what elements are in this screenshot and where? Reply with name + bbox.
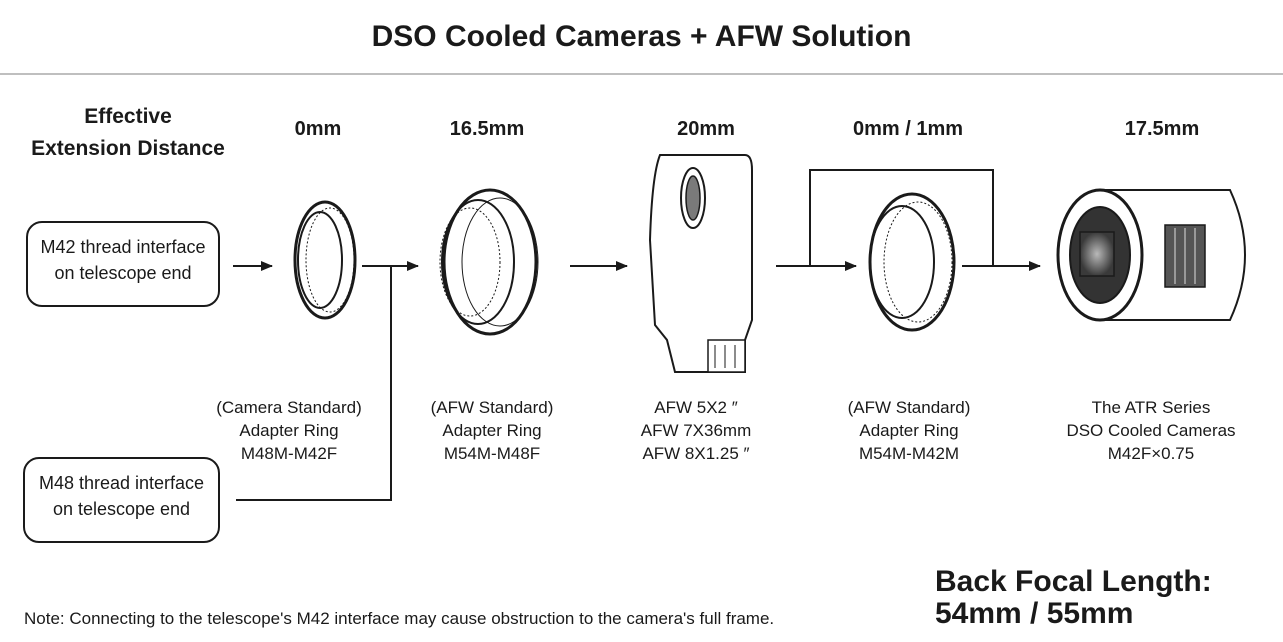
caption-5-line2: DSO Cooled Cameras bbox=[1066, 421, 1236, 440]
adapter-ring-icon bbox=[868, 192, 956, 332]
effective-label-line1: Effective bbox=[84, 105, 172, 128]
caption-3-line3: AFW 8X1.25 ″ bbox=[642, 444, 750, 463]
distance-3: 0mm / 1mm bbox=[852, 118, 964, 140]
effective-distance-label: Effective Extension Distance bbox=[20, 101, 236, 165]
component-caption-4: (AFW Standard) Adapter Ring M54M-M42M bbox=[809, 396, 1009, 465]
footnote: Note: Connecting to the telescope's M42 … bbox=[24, 609, 775, 628]
component-caption-2: (AFW Standard) Adapter Ring M54M-M48F bbox=[392, 396, 592, 465]
component-caption-1: (Camera Standard) Adapter Ring M48M-M42F bbox=[189, 396, 389, 465]
m48-interface-box: M48 thread interface on telescope end bbox=[23, 457, 220, 543]
page-title: DSO Cooled Cameras + AFW Solution bbox=[371, 20, 912, 53]
caption-4-line3: M54M-M42M bbox=[858, 444, 960, 463]
distance-1: 16.5mm bbox=[449, 118, 525, 140]
component-caption-5: The ATR Series DSO Cooled Cameras M42F×0… bbox=[1051, 396, 1251, 465]
m48-interface-line2: on telescope end bbox=[52, 499, 191, 519]
distance-4: 17.5mm bbox=[1124, 118, 1200, 140]
caption-2-line1: (AFW Standard) bbox=[430, 398, 554, 417]
m48-interface-line1: M48 thread interface bbox=[38, 473, 205, 493]
back-focal-length: Back Focal Length: 54mm / 55mm bbox=[935, 566, 1212, 630]
caption-2-line3: M54M-M48F bbox=[443, 444, 541, 463]
caption-5-line3: M42F×0.75 bbox=[1107, 444, 1195, 463]
distance-0: 0mm bbox=[294, 118, 342, 140]
component-caption-3: AFW 5X2 ″ AFW 7X36mm AFW 8X1.25 ″ bbox=[596, 396, 796, 465]
m42-interface-line2: on telescope end bbox=[54, 263, 192, 283]
bypass-bracket bbox=[809, 169, 994, 266]
cooled-camera-icon bbox=[1056, 188, 1246, 322]
distance-2: 20mm bbox=[677, 118, 735, 140]
line-m48-branch bbox=[236, 266, 392, 501]
filter-wheel-icon bbox=[648, 154, 753, 373]
caption-3-line2: AFW 7X36mm bbox=[640, 421, 752, 440]
caption-1-line2: Adapter Ring bbox=[239, 421, 339, 440]
bfl-label: Back Focal Length: bbox=[935, 565, 1212, 598]
caption-1-line1: (Camera Standard) bbox=[216, 398, 362, 417]
adapter-ring-icon bbox=[293, 200, 357, 320]
caption-1-line3: M48M-M42F bbox=[240, 444, 338, 463]
adapter-ring-icon bbox=[439, 188, 539, 336]
m42-interface-line1: M42 thread interface bbox=[40, 237, 206, 257]
bfl-value: 54mm / 55mm bbox=[935, 597, 1134, 630]
title-divider bbox=[0, 73, 1283, 75]
effective-label-line2: Extension Distance bbox=[31, 137, 225, 160]
m42-interface-box: M42 thread interface on telescope end bbox=[26, 221, 220, 307]
caption-2-line2: Adapter Ring bbox=[442, 421, 542, 440]
caption-4-line1: (AFW Standard) bbox=[847, 398, 971, 417]
caption-5-line1: The ATR Series bbox=[1091, 398, 1211, 417]
caption-4-line2: Adapter Ring bbox=[859, 421, 959, 440]
caption-3-line1: AFW 5X2 ″ bbox=[654, 398, 738, 417]
